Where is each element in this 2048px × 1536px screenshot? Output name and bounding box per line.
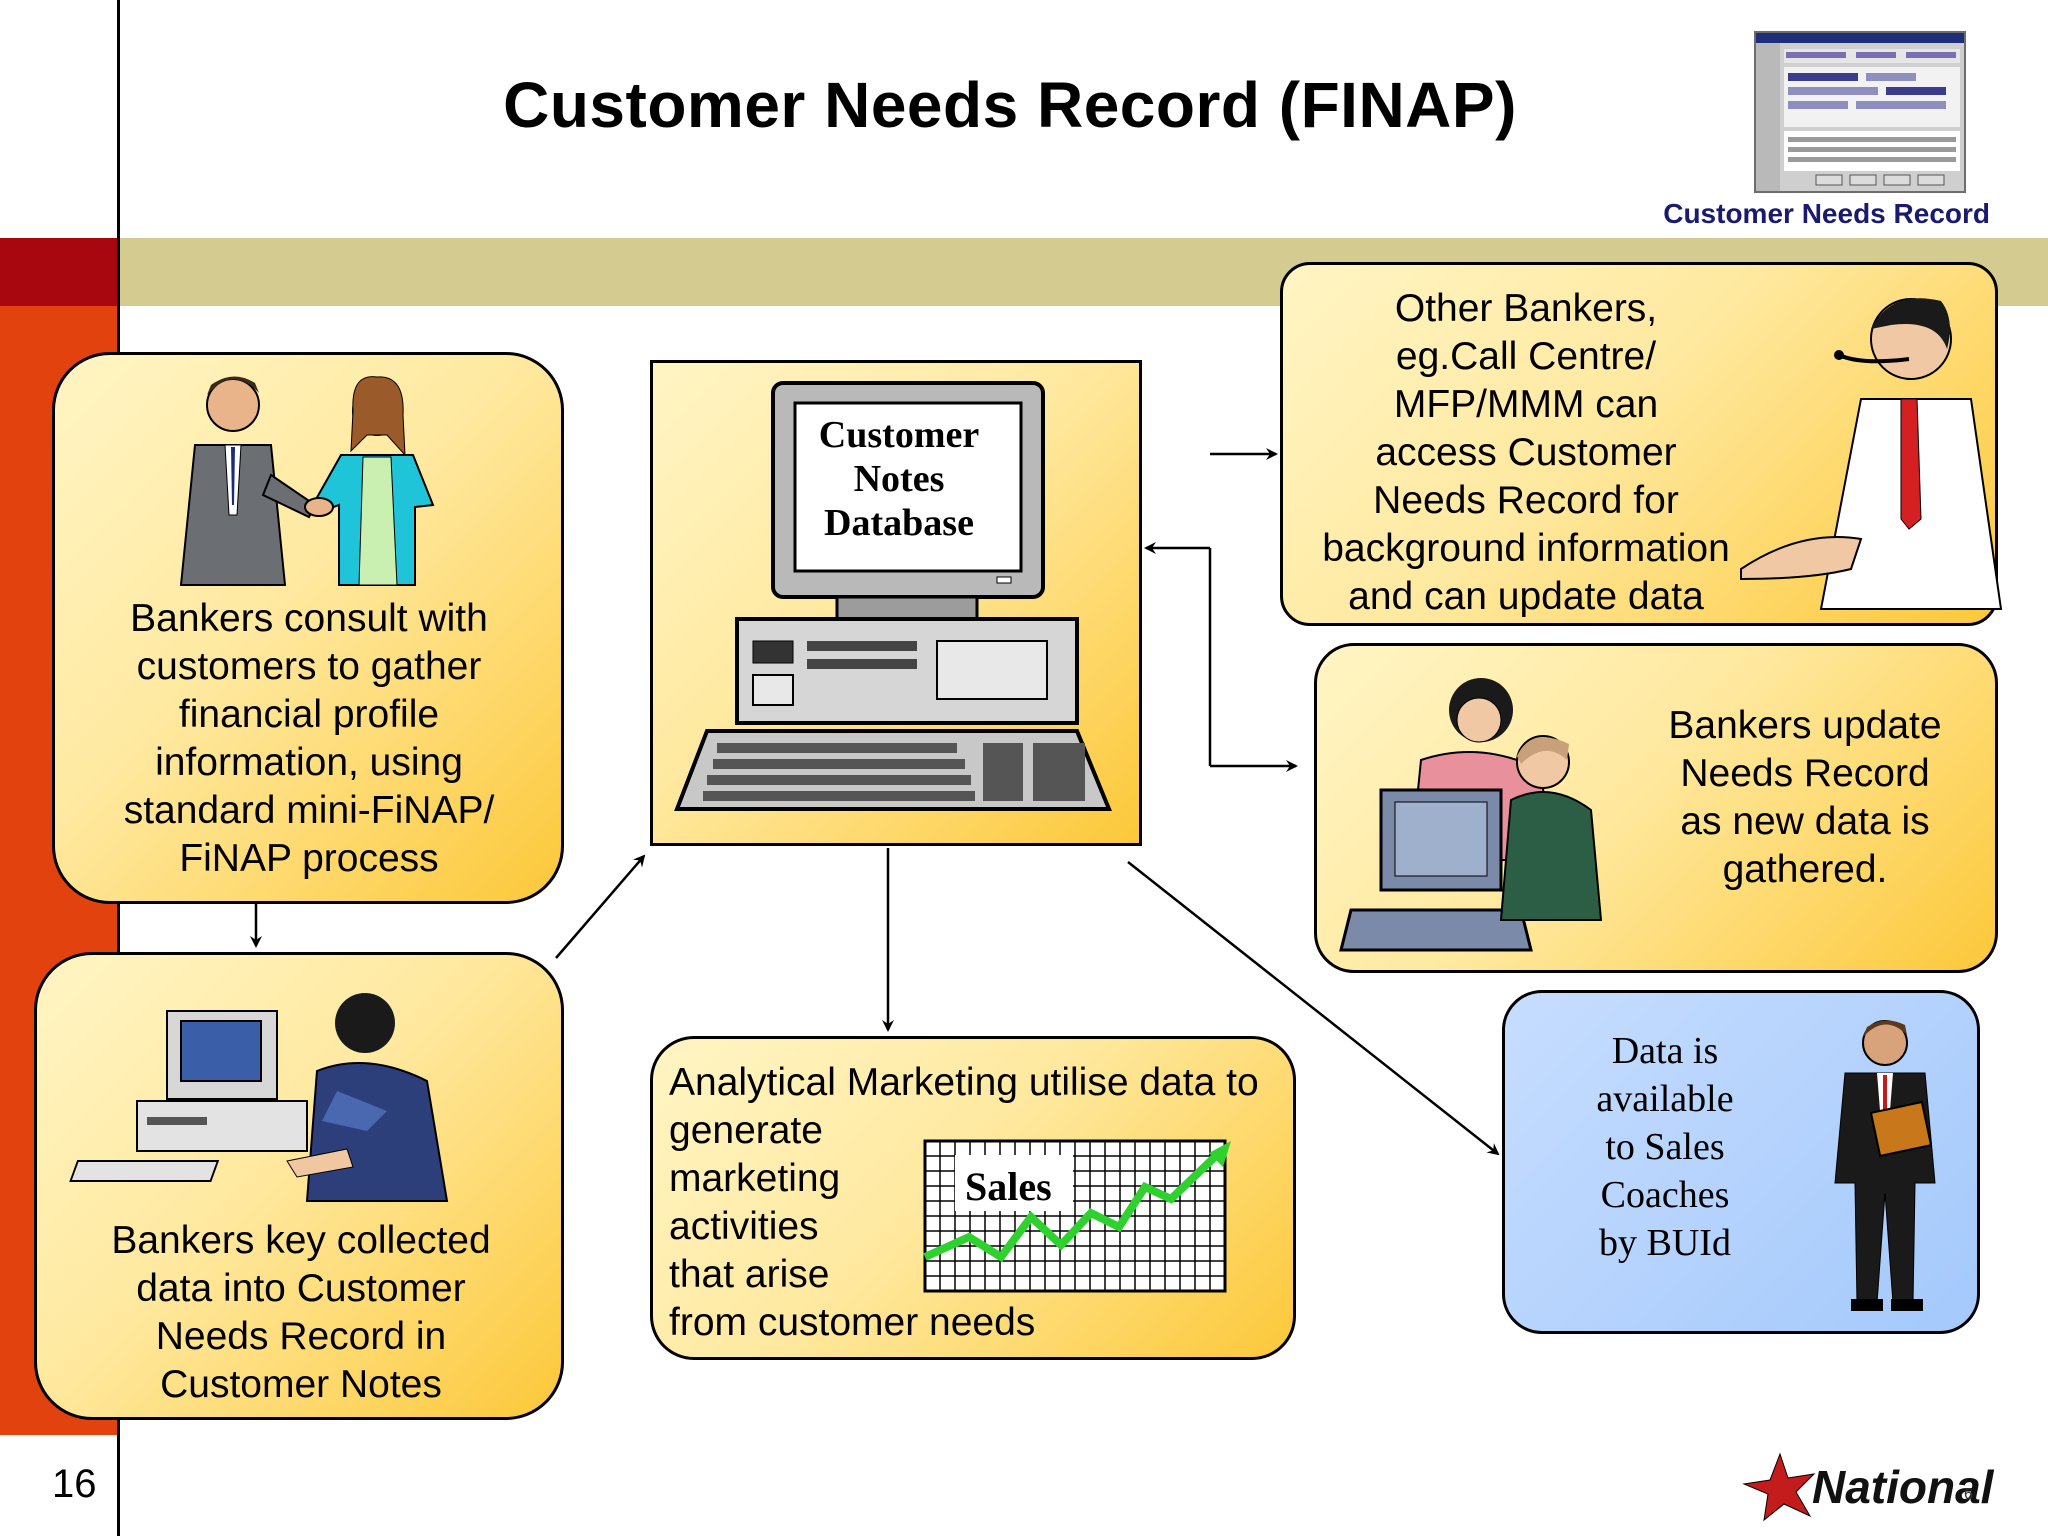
sales-chart-label: Sales — [965, 1164, 1052, 1209]
sales-coaches-card: Data is available to Sales Coaches by BU… — [1502, 990, 1980, 1334]
page-number: 16 — [52, 1462, 97, 1506]
corner-mark: 6 — [1964, 1486, 1973, 1503]
form-thumbnail — [1754, 31, 1966, 193]
consult-text: Bankers consult with customers to gather… — [123, 597, 495, 880]
logo-text: National — [1812, 1461, 1994, 1513]
handshake-illustration — [179, 376, 435, 586]
computer-illustration — [674, 381, 1112, 811]
dark-red-band — [0, 238, 118, 306]
update-text: Bankers update Needs Record as new data … — [1668, 704, 1942, 891]
database-label: Customer Notes Database — [818, 414, 980, 544]
arrow-database-to-coaches — [1127, 861, 1500, 1156]
sales-chart-illustration — [923, 1139, 1231, 1293]
consult-card: Bankers consult with customers to gather… — [52, 352, 564, 904]
thumbnail-caption: Customer Needs Record — [1663, 198, 1990, 229]
slide-title: Customer Needs Record (FINAP) — [503, 69, 1517, 141]
analytics-text: Analytical Marketing utilise data to gen… — [669, 1061, 1259, 1344]
arrow-key-to-database — [555, 854, 646, 959]
key-data-text: Bankers key collected data into Customer… — [111, 1219, 491, 1406]
other-bankers-text: Other Bankers, eg.Call Centre/ MFP/MMM c… — [1322, 287, 1730, 618]
national-logo: National 6 — [1740, 1452, 2040, 1522]
bankers-at-computer-illustration — [1339, 678, 1603, 952]
sales-coaches-text: Data is available to Sales Coaches by BU… — [1596, 1030, 1734, 1264]
database-card: Customer Notes Database — [650, 360, 1142, 846]
other-bankers-card: Other Bankers, eg.Call Centre/ MFP/MMM c… — [1280, 262, 2003, 626]
call-centre-agent-illustration — [1740, 298, 2003, 610]
star-logo-icon — [1742, 1452, 1816, 1522]
sales-coach-illustration — [1834, 1020, 1936, 1311]
update-card: Bankers update Needs Record as new data … — [1314, 643, 1998, 973]
key-data-card: Bankers key collected data into Customer… — [34, 952, 564, 1420]
analytics-card: Analytical Marketing utilise data to gen… — [650, 1036, 1296, 1360]
keyboard-user-illustration — [69, 993, 449, 1202]
